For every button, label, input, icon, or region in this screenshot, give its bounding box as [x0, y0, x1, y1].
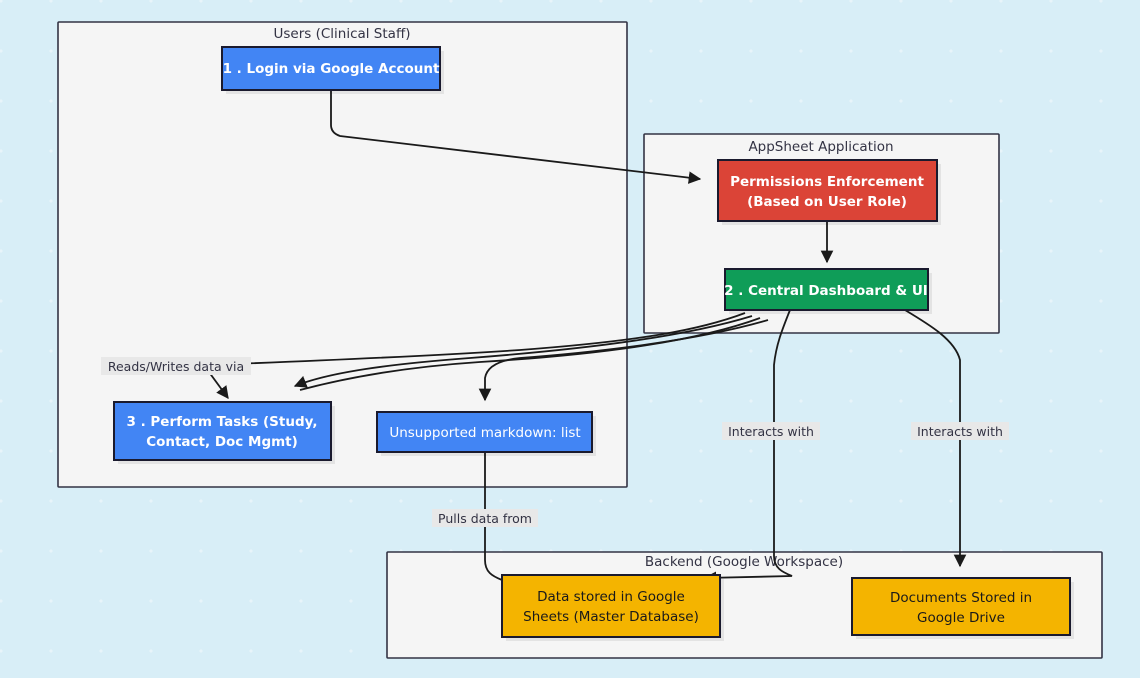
- node-tasks-line1: 3 . Perform Tasks (Study,: [126, 414, 317, 430]
- node-sheets-line1: Data stored in Google: [537, 589, 685, 605]
- edge-dashboard-to-tasks-b: [293, 315, 753, 388]
- node-unsupported-markdown[interactable]: Unsupported markdown: list: [376, 411, 596, 456]
- node-drive-line2: Google Drive: [917, 610, 1005, 626]
- edge-dashboard-to-tasks-a: [179, 312, 746, 367]
- edge-label-reads-writes-text: Reads/Writes data via: [108, 359, 244, 374]
- edge-dashboard-to-drive: [904, 309, 967, 568]
- node-dashboard-label: 2 . Central Dashboard & UI: [724, 283, 928, 299]
- node-perform-tasks[interactable]: 3 . Perform Tasks (Study, Contact, Doc M…: [113, 401, 335, 464]
- edge-dashboard-to-markdown: [478, 319, 769, 402]
- edge-label-interacts-1-text: Interacts with: [728, 424, 814, 439]
- node-sheets-line2: Sheets (Master Database): [523, 609, 699, 625]
- node-google-drive[interactable]: Documents Stored in Google Drive: [851, 577, 1074, 639]
- node-permissions-enforcement[interactable]: Permissions Enforcement (Based on User R…: [717, 159, 941, 225]
- edge-label-reads-writes: Reads/Writes data via: [101, 357, 251, 375]
- edge-label-pulls-data-text: Pulls data from: [438, 511, 532, 526]
- node-markdown-label: Unsupported markdown: list: [389, 425, 580, 441]
- edge-label-interacts-with-sheets: Interacts with: [722, 422, 820, 440]
- node-central-dashboard[interactable]: 2 . Central Dashboard & UI: [724, 268, 932, 314]
- edge-label-interacts-with-drive: Interacts with: [911, 422, 1009, 440]
- edge-label-pulls-data-from: Pulls data from: [432, 509, 538, 527]
- edge-dashboard-to-sheets: [703, 309, 793, 585]
- edge-login-to-permissions: [330, 90, 702, 184]
- node-login-label: 1 . Login via Google Account: [223, 61, 440, 77]
- node-drive-line1: Documents Stored in: [890, 590, 1032, 606]
- cluster-users-label: Users (Clinical Staff): [273, 26, 410, 42]
- node-permissions-line2: (Based on User Role): [747, 194, 907, 210]
- node-login[interactable]: 1 . Login via Google Account: [221, 46, 444, 94]
- node-tasks-line2: Contact, Doc Mgmt): [146, 434, 298, 450]
- node-permissions-line1: Permissions Enforcement: [730, 174, 924, 190]
- cluster-backend-label: Backend (Google Workspace): [645, 554, 843, 570]
- edge-label-interacts-2-text: Interacts with: [917, 424, 1003, 439]
- cluster-appsheet-label: AppSheet Application: [748, 139, 893, 155]
- node-google-sheets[interactable]: Data stored in Google Sheets (Master Dat…: [501, 574, 724, 641]
